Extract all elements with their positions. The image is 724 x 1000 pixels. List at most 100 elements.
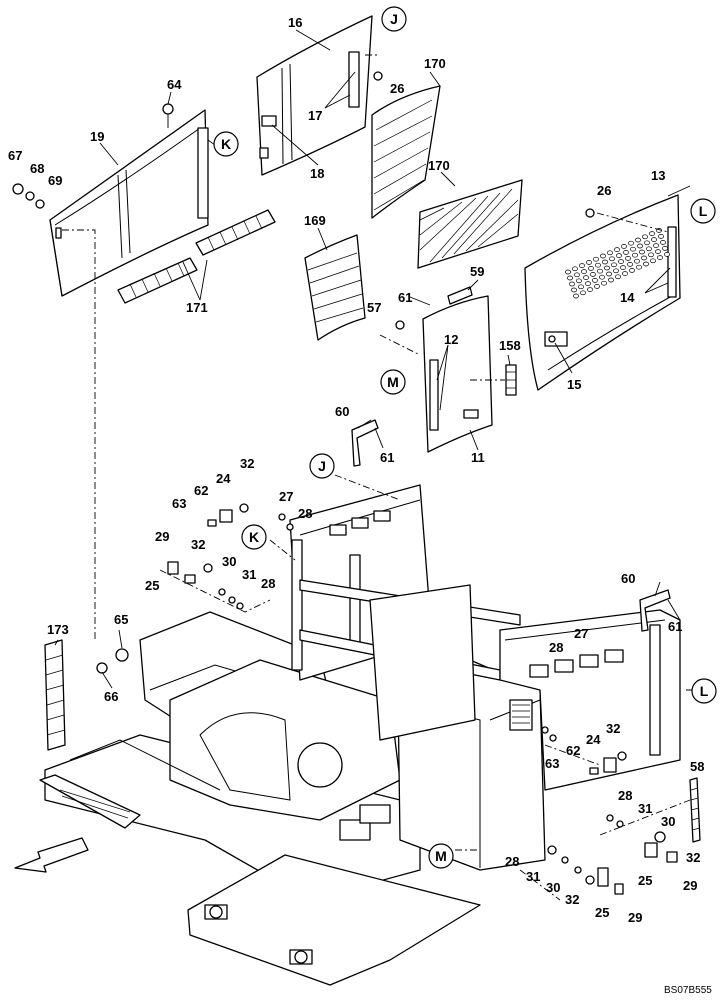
ref-j-top xyxy=(381,6,407,32)
perforation-hole xyxy=(630,246,636,252)
perforation-hole xyxy=(632,252,638,258)
ref-k-top xyxy=(213,131,239,157)
label-170b: 170 xyxy=(428,158,450,173)
perforation-hole xyxy=(618,259,624,264)
perforation-hole xyxy=(601,280,607,286)
perforation-hole xyxy=(662,246,668,251)
perforation-hole xyxy=(637,243,643,249)
label-63a: 63 xyxy=(172,496,186,511)
label-25b: 25 xyxy=(638,873,652,888)
svg-text:L: L xyxy=(699,203,708,219)
perforation-hole xyxy=(609,256,615,262)
perforation-hole xyxy=(586,260,592,265)
perforation-hole xyxy=(616,253,622,258)
perforation-hole xyxy=(578,284,584,290)
label-31c: 31 xyxy=(526,869,540,884)
label-170a: 170 xyxy=(424,56,446,71)
perforation-hole xyxy=(590,272,596,277)
seal-171 xyxy=(117,209,276,304)
svg-text:J: J xyxy=(318,458,326,474)
main-frame xyxy=(39,484,681,986)
panel-11 xyxy=(395,295,493,453)
perforation-hole xyxy=(628,240,634,246)
leader-lines xyxy=(54,29,691,689)
label-31b: 31 xyxy=(638,801,652,816)
ref-m-top xyxy=(380,369,406,395)
perforation-hole xyxy=(569,281,575,287)
perforation-hole xyxy=(629,268,635,273)
label-29c: 29 xyxy=(628,910,642,925)
label-27a: 27 xyxy=(279,489,293,504)
perforation-hole xyxy=(600,253,606,259)
label-158: 158 xyxy=(499,338,521,353)
label-30a: 30 xyxy=(222,554,236,569)
label-60a: 60 xyxy=(335,404,349,419)
label-28c: 28 xyxy=(549,640,563,655)
label-32d: 32 xyxy=(686,850,700,865)
perforation-hole xyxy=(579,263,585,268)
perforation-hole xyxy=(583,275,589,280)
perforation-hole xyxy=(607,250,613,256)
seal-169 xyxy=(304,234,366,341)
label-60b: 60 xyxy=(621,571,635,586)
perforation-hole xyxy=(636,264,642,270)
label-29b: 29 xyxy=(683,878,697,893)
label-61a: 61 xyxy=(398,290,412,305)
svg-text:K: K xyxy=(221,136,231,152)
perforation-hole xyxy=(635,237,641,243)
panel-19 xyxy=(49,109,209,297)
label-30c: 30 xyxy=(546,880,560,895)
label-24b: 24 xyxy=(586,732,601,747)
label-68: 68 xyxy=(30,161,44,176)
label-169: 169 xyxy=(304,213,326,228)
forward-arrow-icon xyxy=(14,837,89,873)
label-28a: 28 xyxy=(298,506,312,521)
label-32c: 32 xyxy=(606,721,620,736)
perforation-hole xyxy=(602,259,608,265)
label-26b: 26 xyxy=(597,183,611,198)
label-59: 59 xyxy=(470,264,484,279)
label-61c: 61 xyxy=(668,619,682,634)
perforation-hole xyxy=(620,265,626,270)
label-11: 11 xyxy=(471,450,485,465)
perforation-hole xyxy=(595,262,601,268)
perforation-hole xyxy=(664,252,670,257)
part-labels: 16 26 170 17 18 64 19 67 68 69 170 26 13… xyxy=(8,15,704,925)
hardware-right xyxy=(541,726,678,895)
svg-text:J: J xyxy=(390,11,398,27)
seal-170-lower xyxy=(417,179,523,269)
perforation-hole xyxy=(580,290,586,296)
panel-16 xyxy=(256,15,383,176)
perforation-hole xyxy=(599,274,605,280)
seal-59 xyxy=(447,286,473,305)
perforation-hole xyxy=(593,256,599,262)
perforation-hole xyxy=(588,266,594,271)
label-26a: 26 xyxy=(390,81,404,96)
label-25a: 25 xyxy=(145,578,159,593)
perforation-hole xyxy=(639,249,645,255)
ref-l-bottom xyxy=(691,678,717,704)
perforation-hole xyxy=(623,250,629,255)
perforation-hole xyxy=(643,261,649,267)
label-62b: 62 xyxy=(566,743,580,758)
seal-170-upper xyxy=(371,85,441,219)
label-27b: 27 xyxy=(574,626,588,641)
perforation-pattern xyxy=(565,228,670,299)
perforation-hole xyxy=(594,284,600,289)
perforation-hole xyxy=(615,274,621,280)
label-29a: 29 xyxy=(155,529,169,544)
perforation-hole xyxy=(613,268,619,274)
perforation-hole xyxy=(597,268,603,274)
perforation-hole xyxy=(651,237,657,242)
label-28e: 28 xyxy=(505,854,519,869)
label-63b: 63 xyxy=(545,756,559,771)
svg-text:K: K xyxy=(249,529,259,545)
label-69: 69 xyxy=(48,173,62,188)
perforation-hole xyxy=(604,265,610,271)
label-28d: 28 xyxy=(618,788,632,803)
reference-markers: J K L M J K L M xyxy=(213,6,717,869)
perforation-hole xyxy=(655,249,661,254)
label-62a: 62 xyxy=(194,483,208,498)
label-24a: 24 xyxy=(216,471,231,486)
